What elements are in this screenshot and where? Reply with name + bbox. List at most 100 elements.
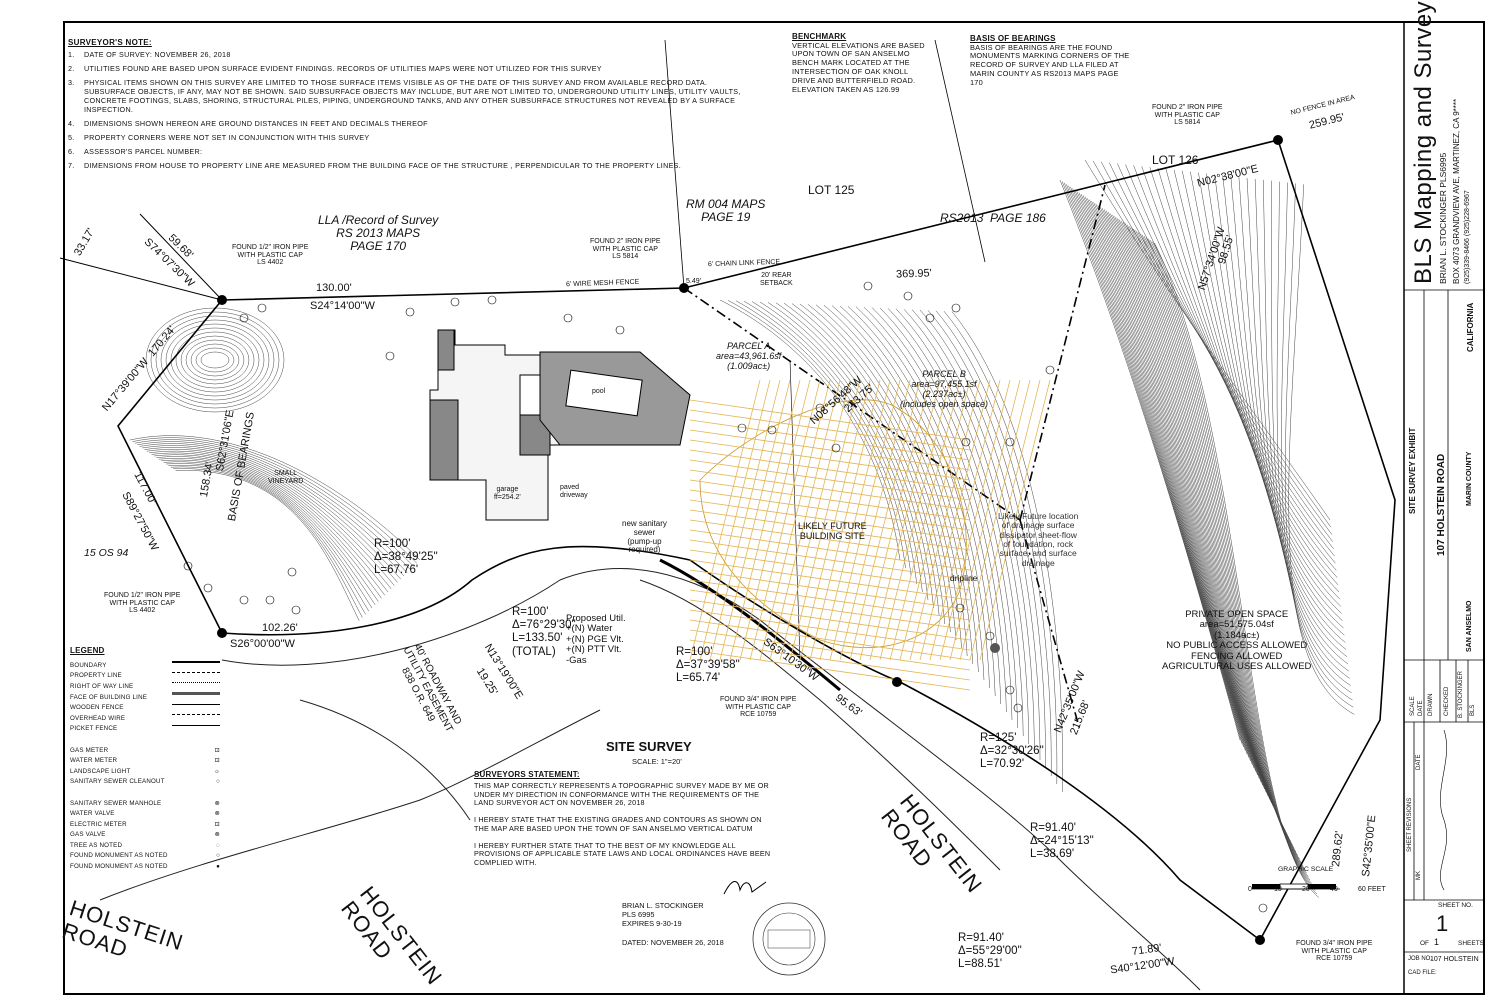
bearing-label: S24°14'00"W: [310, 300, 375, 312]
house-footprint: [429, 329, 561, 521]
job-no-label: JOB NO.: [1408, 956, 1433, 962]
checked-by: BLS: [1470, 704, 1476, 716]
legend-row: [70, 734, 220, 745]
legend: LEGEND BOUNDARY PROPERTY LINE RIGHT OF W…: [70, 646, 220, 872]
company-name: BLS Mapping and Surveying: [1410, 0, 1437, 284]
bearing-label: S26°00'00"W: [230, 638, 295, 650]
benchmark-note: BENCHMARK VERTICAL ELEVATIONS ARE BASED …: [792, 32, 925, 95]
sheet-revisions-label: SHEET REVISIONS: [1407, 797, 1413, 852]
site-survey-scale: SCALE: 1"=20': [632, 757, 682, 766]
water-valve-icon: ⊗: [214, 810, 220, 818]
water-meter-icon: ⊡: [214, 757, 220, 765]
bearing-label: 130.00': [316, 282, 352, 294]
benchmark-text: VERTICAL ELEVATIONS ARE BASED UPON TOWN …: [792, 40, 925, 94]
property-boundary: [59, 39, 1396, 941]
legend-row: BOUNDARY: [70, 660, 220, 671]
drainage-note: Likely Future location of drainage surfa…: [998, 511, 1079, 568]
legend-row: LANDSCAPE LIGHT☼: [70, 767, 220, 775]
company-address: BOX 4073 GRANDVIEW AVE, MARTINEZ, CA 9**…: [1452, 98, 1461, 284]
bearing-label: 369.95': [895, 267, 932, 281]
curve-data-6: R=91.40' Δ=55°29'00" L=88.51': [958, 932, 1022, 971]
found-pipe-note-4: FOUND 1/2" IRON PIPE WITH PLASTIC CAP LS…: [104, 592, 181, 615]
legend-row: PROPERTY LINE: [70, 671, 220, 682]
legend-row: RIGHT OF WAY LINE: [70, 681, 220, 692]
landscape-light-icon: ☼: [214, 767, 220, 775]
dripline-label: dripline: [950, 573, 978, 583]
of-number: 1: [1434, 937, 1440, 947]
rear-setback-label: 20' REAR SETBACK: [760, 272, 793, 287]
parcel-b-label: PARCEL B area=97,455.1sf (2.237ac±) (inc…: [900, 369, 989, 409]
scale-tick: 10: [1274, 886, 1282, 893]
project-address: 107 HOLSTEIN ROAD: [1436, 453, 1447, 556]
legend-row: FOUND MONUMENT AS NOTED○: [70, 852, 220, 860]
private-open-space-label: PRIVATE OPEN SPACE area=51,575.04sf (1.1…: [1162, 609, 1312, 673]
future-building-site-hatch: [689, 379, 1051, 691]
surveyors-note-heading: SURVEYOR'S NOTE:: [68, 38, 152, 47]
legend-row: FOUND MONUMENT AS NOTED●: [70, 863, 220, 871]
legend-row: ELECTRIC METER⊡: [70, 820, 220, 828]
sewer-manhole-icon: ⊗: [214, 799, 220, 807]
town-label: SAN ANSELMO: [1466, 600, 1473, 652]
legend-heading: LEGEND: [70, 646, 105, 655]
contour-lines: [129, 159, 1355, 898]
company-contact: (925)339-8466 (925)228-6967: [1464, 190, 1471, 284]
lot-126-label: LOT 126: [1152, 153, 1199, 167]
proposed-utilities-note: Proposed Util. +(N) Water +(N) PGE Vlt. …: [566, 613, 626, 666]
rm004-label: RM 004 MAPS PAGE 19: [686, 197, 766, 225]
curve-data-1: R=100' Δ=38°49'25" L=67.76': [374, 538, 438, 577]
note-item: 1.DATE OF SURVEY: NOVEMBER 26, 2018: [68, 50, 231, 59]
pool-label: pool: [592, 388, 606, 395]
job-name: 107 HOLSTEIN: [1430, 956, 1479, 963]
lot-125-label: LOT 125: [808, 183, 855, 197]
found-pipe-note-3: FOUND 2" IRON PIPE WITH PLASTIC CAP LS 5…: [1152, 104, 1223, 127]
legend-row: FACE OF BUILDING LINE: [70, 692, 220, 703]
legend-row: PICKET FENCE: [70, 724, 220, 735]
county-label: MARIN COUNTY: [1466, 451, 1473, 506]
scale-tick: 20: [1302, 886, 1310, 893]
revision-mark-label: MK: [1416, 871, 1422, 880]
surveyor-signature-block: BRIAN L. STOCKINGER PLS 6995 EXPIRES 9-3…: [622, 901, 724, 948]
legend-row: GAS VALVE⊗: [70, 831, 220, 839]
surveyors-statement: SURVEYORS STATEMENT: THIS MAP CORRECTLY …: [474, 770, 774, 876]
note-item: 7.DIMENSIONS FROM HOUSE TO PROPERTY LINE…: [68, 161, 682, 170]
statement-paragraph: I HEREBY FURTHER STATE THAT TO THE BEST …: [474, 840, 771, 868]
company-principal: BRIAN L. STOCKINGER PLS6995: [1438, 152, 1448, 284]
tree-symbols: [183, 281, 1268, 913]
holstein-road-edges: [99, 558, 1201, 991]
legend-building-line: [172, 692, 220, 702]
legend-row-line: [172, 682, 220, 690]
scale-field-label: SCALE: [1410, 696, 1416, 716]
date-field-label: DATE: [1418, 700, 1424, 716]
legend-row: GAS METER⊡: [70, 746, 220, 754]
legend-boundary-line: [172, 660, 220, 670]
note-item: 6.ASSESSOR'S PARCEL NUMBER:: [68, 147, 203, 156]
legend-row: WATER VALVE⊗: [70, 810, 220, 818]
sheet-no-label: SHEET NO.: [1438, 902, 1473, 909]
monument-filled-icon: ●: [216, 863, 220, 871]
curve-data-4: R=125' Δ=32°30'26" L=70.92': [980, 732, 1044, 771]
bearing-label: 5.49': [686, 278, 701, 285]
curve-data-3: R=100' Δ=37°39'58" L=65.74': [676, 646, 740, 685]
sewer-cleanout-icon: ○: [216, 778, 220, 786]
found-monuments: [217, 135, 1283, 945]
basis-of-bearings-heading: BASIS OF BEARINGS: [970, 34, 1056, 43]
note-item: 4.DIMENSIONS SHOWN HEREON ARE GROUND DIS…: [68, 119, 428, 128]
surveyors-statement-heading: SURVEYORS STATEMENT:: [474, 770, 580, 779]
parcel-a-label: PARCEL A area=43,961.6sf (1.009ac±): [716, 341, 782, 371]
note-item: 2.UTILITIES FOUND ARE BASED UPON SURFACE…: [68, 64, 602, 73]
legend-wood-fence: [172, 703, 220, 712]
lla-record-label: LLA /Record of Survey RS 2013 MAPS PAGE …: [318, 213, 439, 254]
legend-row: SANITARY SEWER MANHOLE⊗: [70, 799, 220, 807]
statement-paragraph: THIS MAP CORRECTLY REPRESENTS A TOPOGRAP…: [474, 780, 769, 808]
surveyor-dated: DATED: NOVEMBER 26, 2018: [622, 937, 724, 947]
statement-paragraph: I HEREBY STATE THAT THE EXISTING GRADES …: [474, 815, 762, 833]
title-block-grid: [1404, 289, 1484, 953]
cad-file-label: CAD FILE:: [1408, 970, 1437, 976]
graphic-scale-title: GRAPHIC SCALE: [1278, 866, 1334, 873]
vineyard-label: SMALL VINEYARD: [268, 470, 304, 485]
found-pipe-note-6: FOUND 3/4" IRON PIPE WITH PLASTIC CAP RC…: [1296, 940, 1373, 963]
gas-meter-icon: ⊡: [214, 746, 220, 754]
state-label: CALIFORNIA: [1466, 302, 1475, 352]
benchmark-heading: BENCHMARK: [792, 32, 847, 41]
scale-tick: 0: [1248, 886, 1252, 893]
